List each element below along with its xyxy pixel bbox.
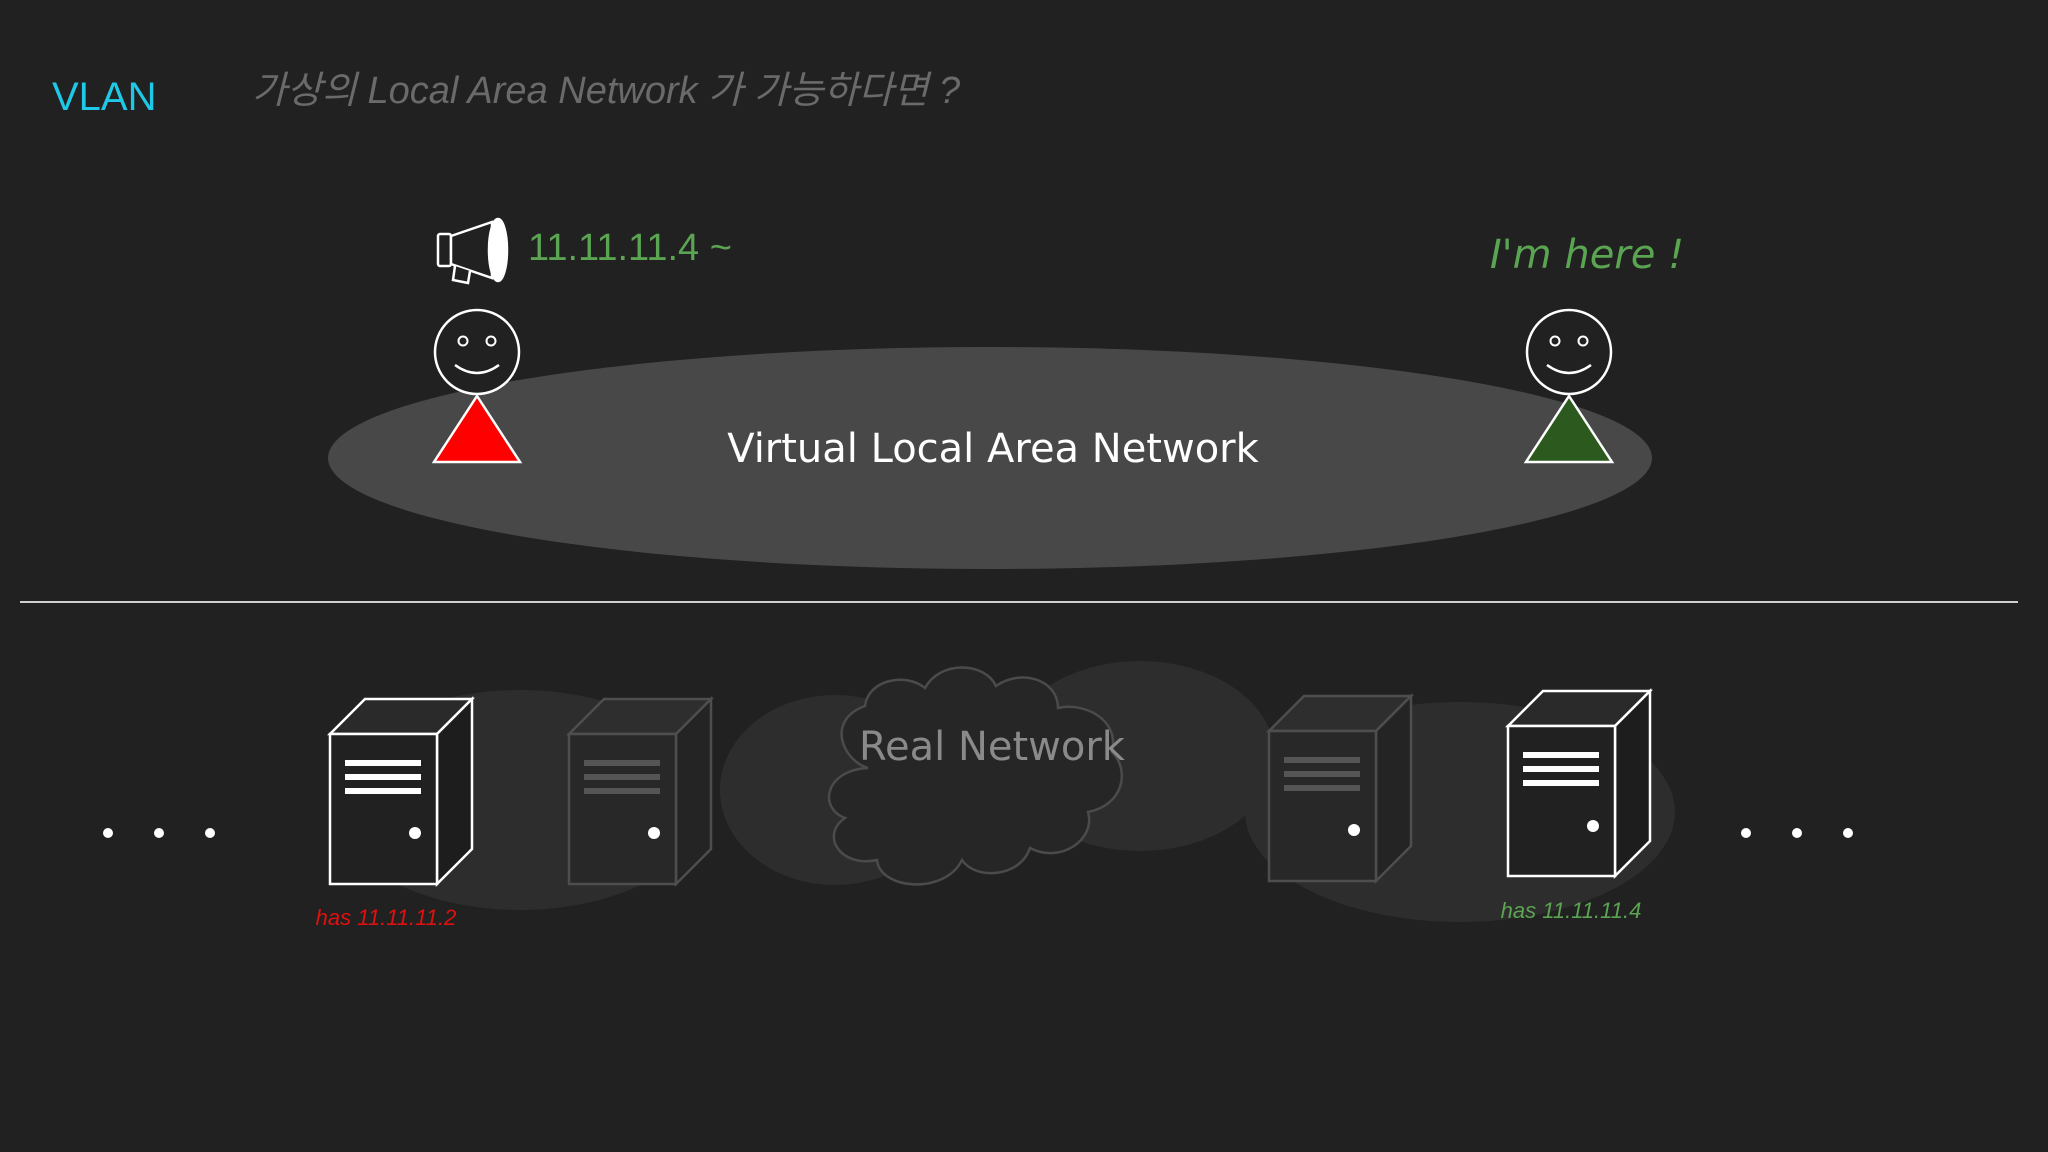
server-icon-right-bright — [1504, 687, 1654, 880]
left-host-label: has 11.11.11.2 — [316, 905, 457, 930]
vlan-ellipse — [328, 347, 1652, 569]
receiver-body — [1523, 393, 1615, 464]
receiver-face — [1525, 308, 1613, 396]
reply-text: I'm here ! — [1490, 232, 1684, 278]
broadcast-ip-text: 11.11.11.4 ~ — [528, 227, 732, 269]
sender-face — [433, 308, 521, 396]
left-ellipsis — [103, 828, 215, 838]
sender-body — [431, 393, 523, 464]
right-ellipsis — [1741, 828, 1853, 838]
vlan-label: Virtual Local Area Network — [727, 426, 1259, 472]
server-icon-dim-2 — [1265, 692, 1415, 885]
sender-person — [431, 308, 523, 464]
receiver-person — [1523, 308, 1615, 464]
server-icon-dim-1 — [565, 695, 715, 888]
megaphone-icon — [436, 217, 509, 285]
cloud-icon — [827, 666, 1123, 886]
slide-title: VLAN — [52, 75, 157, 119]
right-host-label: has 11.11.11.4 — [1501, 898, 1642, 923]
slide-subtitle: 가상의 Local Area Network 가 가능하다면 ? — [252, 70, 961, 112]
server-icon-left-bright — [326, 695, 476, 888]
real-network-label: Real Network — [859, 724, 1126, 770]
